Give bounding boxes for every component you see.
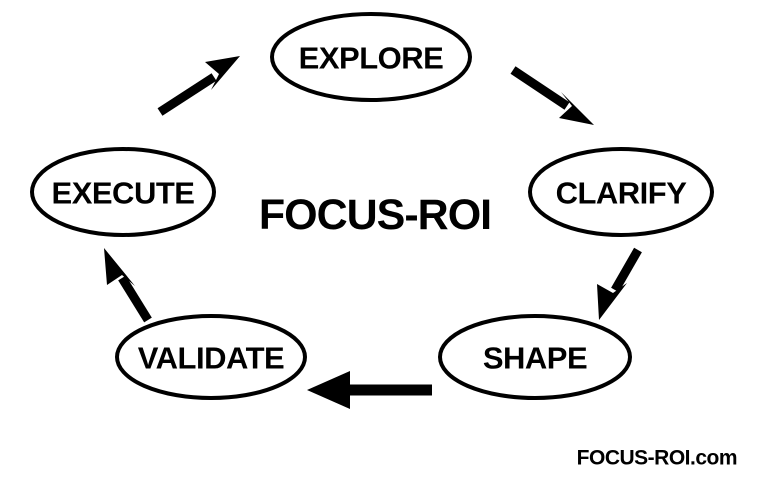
node-clarify[interactable]: CLARIFY bbox=[528, 147, 714, 237]
node-clarify-shape[interactable] bbox=[528, 147, 714, 237]
arrow-head bbox=[307, 371, 350, 409]
node-execute-shape[interactable] bbox=[30, 147, 216, 237]
node-explore-label: EXPLORE bbox=[299, 41, 444, 76]
arrow-explore-to-clarify bbox=[510, 66, 594, 125]
node-shape-shape[interactable] bbox=[438, 314, 632, 400]
arrow-shaft bbox=[118, 275, 152, 323]
diagram-center-title: FOCUS-ROI bbox=[259, 191, 491, 239]
node-shape[interactable]: SHAPE bbox=[438, 314, 632, 400]
node-clarify-label: CLARIFY bbox=[556, 176, 688, 211]
node-validate-shape[interactable] bbox=[115, 314, 307, 400]
node-shape-label: SHAPE bbox=[483, 341, 587, 376]
arrow-shape-to-validate bbox=[307, 371, 432, 409]
node-validate-label: VALIDATE bbox=[138, 341, 284, 376]
node-explore[interactable]: EXPLORE bbox=[270, 12, 472, 102]
node-execute[interactable]: EXECUTE bbox=[30, 147, 216, 237]
arrow-head bbox=[104, 248, 135, 286]
arrow-head bbox=[205, 56, 240, 90]
arrow-head bbox=[597, 283, 627, 320]
arrow-validate-to-execute bbox=[104, 248, 152, 323]
arrow-shaft bbox=[611, 247, 642, 293]
arrow-head bbox=[559, 92, 594, 125]
node-validate[interactable]: VALIDATE bbox=[115, 314, 307, 400]
arrow-clarify-to-shape bbox=[597, 247, 642, 320]
watermark: FOCUS-ROI.com bbox=[577, 447, 737, 470]
arrow-shaft bbox=[510, 66, 570, 110]
arrow-shaft bbox=[157, 73, 217, 116]
node-explore-shape[interactable] bbox=[270, 12, 472, 102]
node-execute-label: EXECUTE bbox=[52, 176, 195, 211]
arrow-execute-to-explore bbox=[157, 56, 240, 116]
